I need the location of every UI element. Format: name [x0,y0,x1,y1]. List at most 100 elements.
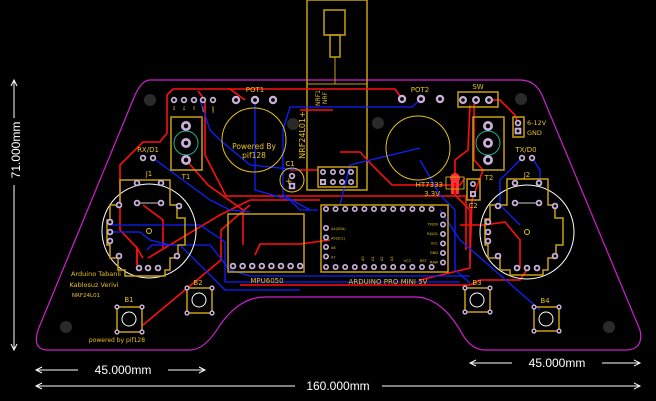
pad-drill [117,203,121,207]
pad-drill [382,265,385,269]
header-pin-label: D0 [172,106,176,110]
gnd-label: GND [527,129,542,137]
pad-drill [183,157,189,163]
pad-drill [340,170,344,174]
pad-drill [553,204,557,208]
b3-label: B3 [472,279,481,287]
pad-drill [231,264,235,268]
pad-drill [353,207,357,211]
button-b4[interactable] [533,306,560,332]
c2-outline [466,178,481,201]
pad-drill [520,156,524,160]
pot1-label: POT1 [246,86,264,94]
pad-drill [486,220,490,224]
dimension-left-width-label: 45.000mm [95,363,152,377]
b4-label: B4 [540,297,550,305]
button-b2[interactable] [186,287,213,314]
pad-drill [401,265,405,269]
pad-drill [321,180,325,184]
pad-drill [183,140,189,146]
pad-drill [420,265,424,269]
pad-drill [241,264,245,268]
pad-drill [108,230,112,234]
joystick-j2[interactable] [479,178,575,280]
pad-drill [172,98,176,102]
c1-label: C1 [285,160,294,168]
dimension-right-width-label: 45.000mm [529,356,586,370]
j1-label: J1 [145,170,153,178]
pad-drill [382,207,385,211]
button-b3[interactable] [464,287,491,313]
pad-drill [530,156,534,160]
arduino-outline [320,204,449,273]
arduino-pin-label: A2 [380,256,384,261]
pad-drill [210,286,214,290]
pad-drill [340,180,344,184]
pad-drill [159,201,163,205]
joystick-j1[interactable] [101,179,197,279]
pad-drill [185,311,189,315]
pad-drill [137,266,141,270]
pad-drill [557,305,561,309]
pad-drill [515,266,519,270]
pad-drill [260,264,264,268]
dimension-height-label: 71.000mm [9,122,23,179]
pad-drill [331,180,335,184]
arduino-label: ARDUINO PRO MINI 5V [349,278,428,286]
header-pin-label: GND [211,105,215,113]
b2-label: B2 [193,279,202,287]
pad-drill [349,170,353,174]
pad-drill [183,123,189,129]
pad-drill [430,207,433,211]
pad-drill [461,98,465,102]
pad-drill [537,201,541,205]
pad-drill [532,305,536,309]
pad-drill [401,207,405,211]
pad-drill [201,98,205,102]
pad-drill [135,201,139,205]
pad-drill [290,184,294,188]
pad-drill [485,123,491,129]
c2-label: C2 [468,202,477,210]
pad-drill [151,156,155,160]
pad-drill [391,265,395,269]
mounting-hole [287,118,299,130]
header-pin-label: A6 [192,106,196,110]
pot2-body [385,115,451,181]
title-line3: NRF24L01 [72,293,100,299]
nrf-header-outline [317,166,358,188]
arduino-pin-label: A1 [371,256,375,261]
t2-outline [472,116,505,171]
pad-drill [324,207,328,211]
power-connector-outline [512,116,525,138]
pad-drill [532,329,536,333]
pad-drill [211,98,215,102]
pad-drill [324,265,328,269]
footer-text: powered by pif128 [89,337,145,344]
pad-drill [535,266,539,270]
pad-drill [279,264,283,268]
header-pin-label: D1 [182,106,186,110]
pad-drill [343,207,347,211]
nrf-module-outline [306,0,368,191]
pad-drill [269,264,273,268]
pad-drill [175,254,179,258]
pad-drill [334,207,337,211]
pad-drill [411,265,414,269]
c1-plus: + [285,177,293,187]
pad-drill [108,220,112,224]
pad-drill [441,242,445,245]
pad-drill [289,264,293,268]
button-b1[interactable] [116,306,143,333]
regulator-label: HT7333 [416,181,443,189]
pad-drill [400,97,404,101]
pad-drill [324,255,328,258]
mounting-hole [515,93,527,105]
pad-drill [140,330,144,334]
pad-drill [485,140,491,146]
pad-drill [117,254,121,258]
nrf-module-label: NRF24L01+ [298,111,307,159]
arduino-pin-label: RST [420,259,428,263]
bottom-copper-traces [110,98,541,311]
